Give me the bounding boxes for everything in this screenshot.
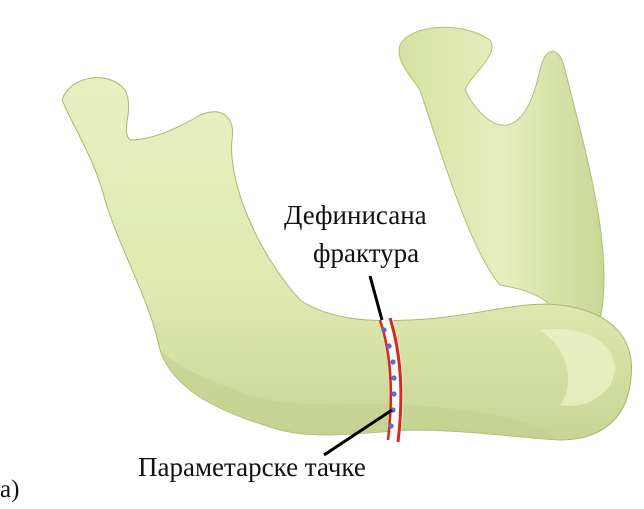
fracture-leader-line [370, 276, 382, 320]
parameter-point [391, 375, 396, 380]
parameter-point [386, 343, 391, 348]
parameter-point [390, 359, 395, 364]
parameter-point [388, 423, 393, 428]
fracture-label-line1: Дефинисана [284, 200, 427, 231]
panel-label: а) [0, 476, 19, 504]
parameter-points-label: Параметарске тачке [138, 452, 366, 483]
right-ramus [399, 27, 604, 330]
parameter-point [381, 327, 386, 332]
parameter-point [391, 391, 396, 396]
fracture-label-line2: фрактура [313, 238, 419, 269]
